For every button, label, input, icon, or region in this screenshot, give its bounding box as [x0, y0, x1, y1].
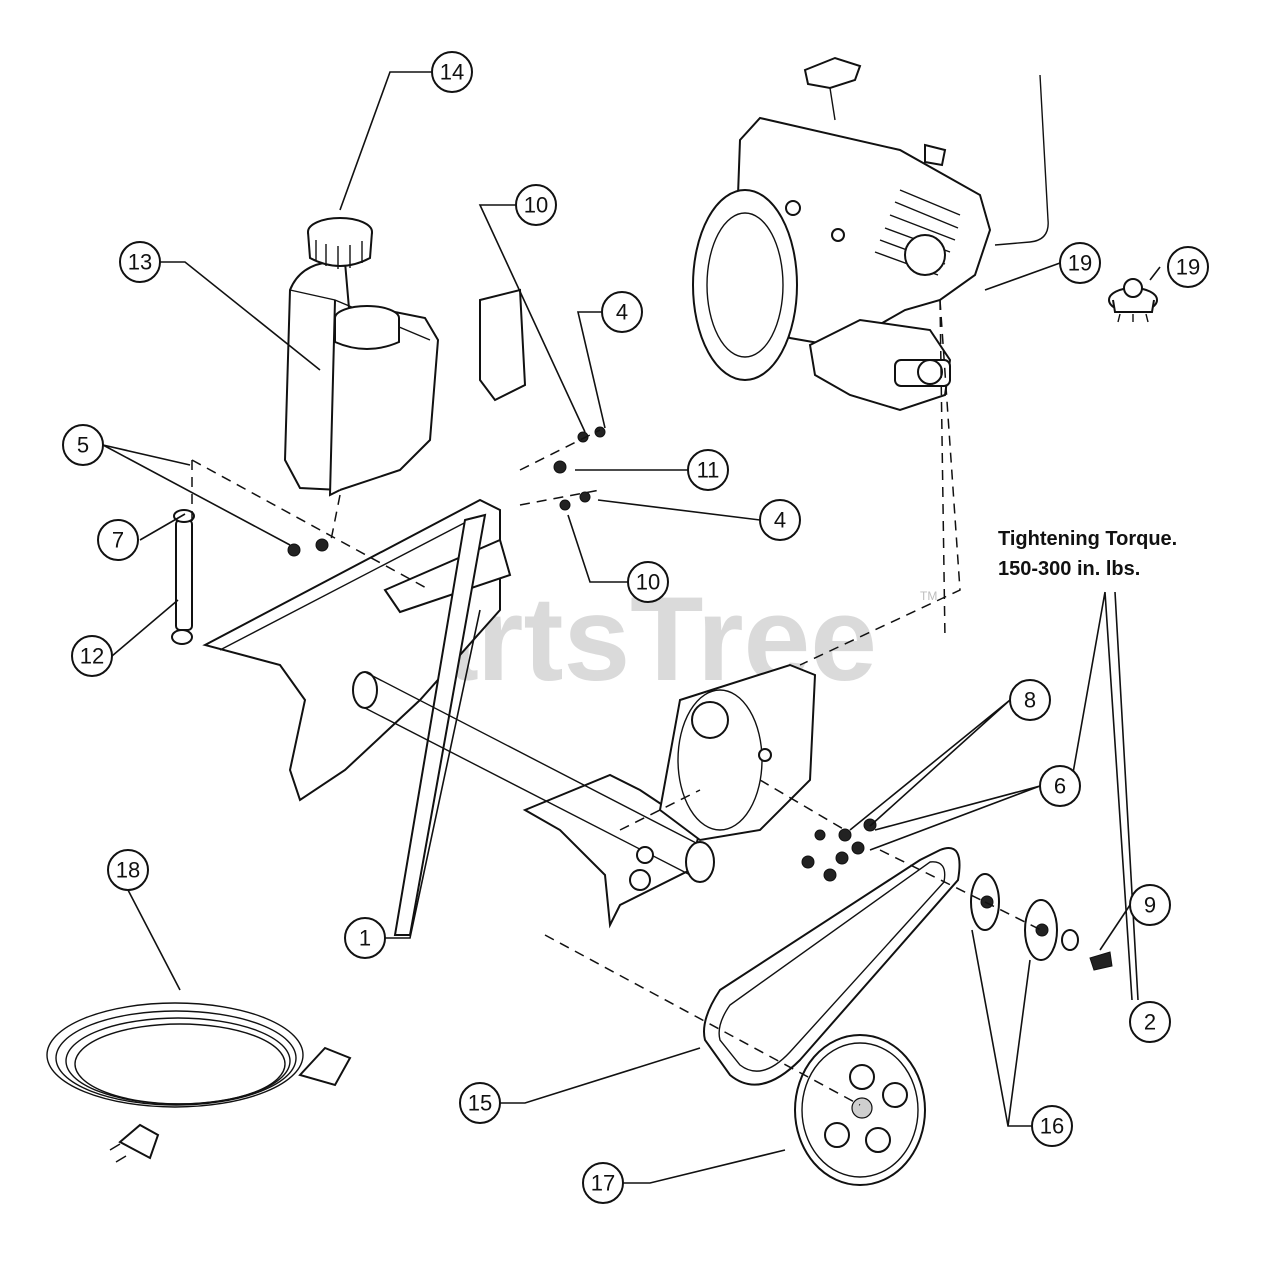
svg-text:9: 9: [1144, 893, 1156, 918]
svg-text:17: 17: [591, 1171, 615, 1196]
frame-left: [202, 288, 527, 802]
svg-text:18: 18: [116, 858, 140, 883]
callout-14: 14: [431, 51, 473, 93]
svg-text:1: 1: [359, 926, 371, 951]
svg-text:8: 8: [1024, 688, 1036, 713]
callout-10-top: 10: [515, 184, 557, 226]
callout-9: 9: [1129, 884, 1171, 926]
callout-5: 5: [62, 424, 104, 466]
fuel-line: [171, 509, 195, 645]
callout-4-top: 4: [601, 291, 643, 333]
svg-text:16: 16: [1040, 1114, 1064, 1139]
torque-note-line2: 150-300 in. lbs.: [998, 558, 1140, 580]
primer-bulb: [1108, 278, 1158, 323]
svg-text:6: 6: [1054, 774, 1066, 799]
callout-11: 11: [687, 449, 729, 491]
svg-text:14: 14: [440, 60, 464, 85]
callout-19-primer: 19: [1167, 246, 1209, 288]
svg-text:4: 4: [774, 508, 786, 533]
callout-15: 15: [459, 1082, 501, 1124]
svg-text:10: 10: [524, 193, 548, 218]
callout-17: 17: [582, 1162, 624, 1204]
callout-19-engine: 19: [1059, 242, 1101, 284]
torque-note-line1: Tightening Torque.: [998, 528, 1177, 550]
callout-7: 7: [97, 519, 139, 561]
fuel-tank: [283, 261, 440, 497]
callout-10-middle: 10: [627, 561, 669, 603]
callout-1: 1: [344, 917, 386, 959]
callout-18: 18: [107, 849, 149, 891]
svg-text:12: 12: [80, 644, 104, 669]
callout-13: 13: [119, 241, 161, 283]
callout-16: 16: [1031, 1105, 1073, 1147]
pulley-halves: [970, 873, 1113, 971]
svg-text:2: 2: [1144, 1010, 1156, 1035]
watermark-trademark: TM: [920, 589, 937, 603]
hardware-bits: [287, 426, 877, 882]
drive-pulley: [794, 1034, 926, 1186]
svg-text:13: 13: [128, 250, 152, 275]
svg-text:15: 15: [468, 1091, 492, 1116]
belt: [703, 847, 961, 1086]
callout-2: 2: [1129, 1001, 1171, 1043]
callout-4-middle: 4: [759, 499, 801, 541]
svg-text:4: 4: [616, 300, 628, 325]
svg-text:7: 7: [112, 528, 124, 553]
assembly-lines: [191, 299, 1042, 1106]
callout-12: 12: [71, 635, 113, 677]
power-cord: [46, 1002, 352, 1163]
svg-text:11: 11: [697, 458, 720, 483]
svg-text:19: 19: [1068, 251, 1092, 276]
svg-text:19: 19: [1176, 255, 1200, 280]
callout-6: 6: [1039, 765, 1081, 807]
engine: [692, 56, 1049, 412]
callout-8: 8: [1009, 679, 1051, 721]
fuel-cap: [307, 217, 373, 269]
svg-text:10: 10: [636, 570, 660, 595]
svg-text:5: 5: [77, 433, 89, 458]
